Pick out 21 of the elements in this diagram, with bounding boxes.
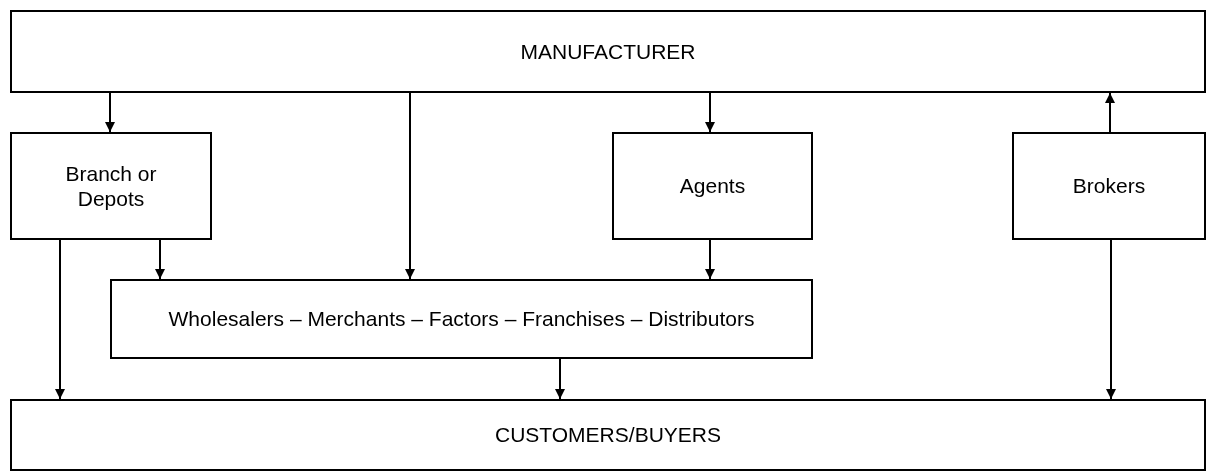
arrow <box>105 92 115 133</box>
box-label: Brokers <box>1072 173 1146 199</box>
process-box <box>10 10 1206 93</box>
process-box <box>10 399 1206 471</box>
process-box <box>612 132 813 240</box>
arrow <box>705 92 715 133</box>
process-box <box>1012 132 1206 240</box>
arrow <box>555 358 565 400</box>
arrow <box>405 92 415 280</box>
arrow <box>705 239 715 280</box>
arrow <box>1105 92 1115 133</box>
box-label: Agents <box>679 173 746 199</box>
arrow <box>55 239 65 400</box>
box-label: Branch or Depots <box>64 160 158 212</box>
box-label: CUSTOMERS/BUYERS <box>495 422 721 448</box>
process-box <box>110 279 813 359</box>
box-label: MANUFACTURER <box>520 38 696 65</box>
arrow <box>155 239 165 280</box>
box-label: Wholesalers – Merchants – Factors – Franchises – Distributors <box>168 306 755 332</box>
process-box <box>10 132 212 240</box>
arrow <box>1106 239 1116 400</box>
